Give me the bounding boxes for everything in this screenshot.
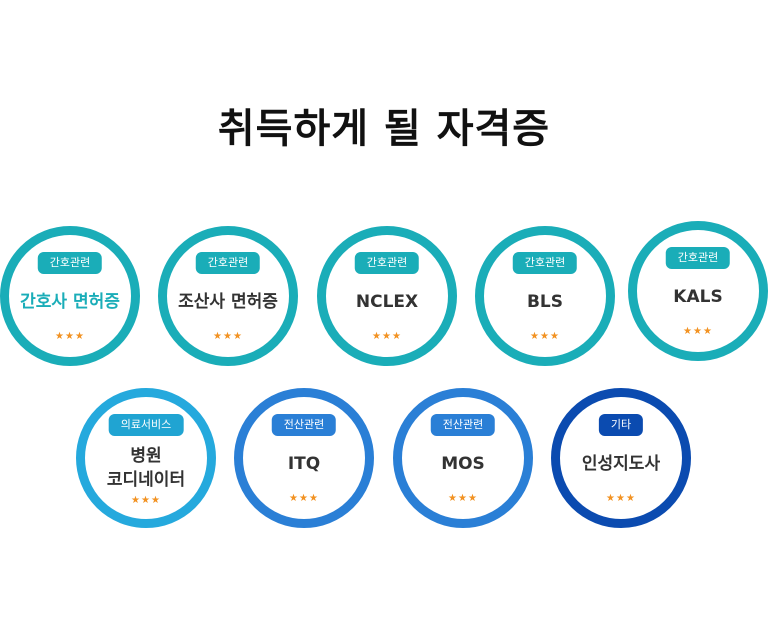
category-badge: 간호관련	[37, 252, 103, 274]
category-badge: 기타	[598, 414, 644, 436]
category-badge: 간호관련	[354, 252, 420, 274]
rating-stars: ★★★	[606, 493, 636, 504]
cert-name: 조산사 면허증	[178, 292, 278, 312]
category-badge: 전산관련	[430, 414, 496, 436]
category-badge: 의료서비스	[108, 414, 184, 436]
category-badge: 간호관련	[512, 252, 578, 274]
cert-card-itq[interactable]: 전산관련 ITQ ★★★	[234, 388, 374, 528]
rating-stars: ★★★	[448, 493, 478, 504]
cert-name: BLS	[526, 292, 564, 312]
cert-name-line1: 병원	[130, 446, 162, 466]
cert-name-line2: 코디네이터	[106, 470, 186, 490]
cert-card-rn-license[interactable]: 간호관련 간호사 면허증 ★★★	[0, 226, 140, 366]
category-badge: 간호관련	[195, 252, 261, 274]
rating-stars: ★★★	[213, 331, 243, 342]
cert-card-mos[interactable]: 전산관련 MOS ★★★	[393, 388, 533, 528]
cert-name: NCLEX	[355, 292, 419, 312]
rating-stars: ★★★	[530, 331, 560, 342]
page-title: 취득하게 될 자격증	[217, 106, 551, 152]
category-badge: 간호관련	[665, 247, 731, 269]
cert-name: 간호사 면허증	[20, 292, 120, 312]
cert-name: ITQ	[287, 454, 321, 474]
rating-stars: ★★★	[55, 331, 85, 342]
rating-stars: ★★★	[131, 495, 161, 506]
cert-card-nclex[interactable]: 간호관련 NCLEX ★★★	[317, 226, 457, 366]
category-badge: 전산관련	[271, 414, 337, 436]
cert-card-hospital-coordinator[interactable]: 의료서비스 병원 코디네이터 ★★★	[76, 388, 216, 528]
cert-name: 인성지도사	[581, 454, 661, 474]
rating-stars: ★★★	[289, 493, 319, 504]
cert-card-character-instructor[interactable]: 기타 인성지도사 ★★★	[551, 388, 691, 528]
cert-card-midwife-license[interactable]: 간호관련 조산사 면허증 ★★★	[158, 226, 298, 366]
cert-card-bls[interactable]: 간호관련 BLS ★★★	[475, 226, 615, 366]
cert-name: MOS	[441, 454, 485, 474]
rating-stars: ★★★	[683, 326, 713, 337]
rating-stars: ★★★	[372, 331, 402, 342]
cert-name: KALS	[673, 287, 723, 307]
cert-card-kals[interactable]: 간호관련 KALS ★★★	[628, 221, 768, 361]
